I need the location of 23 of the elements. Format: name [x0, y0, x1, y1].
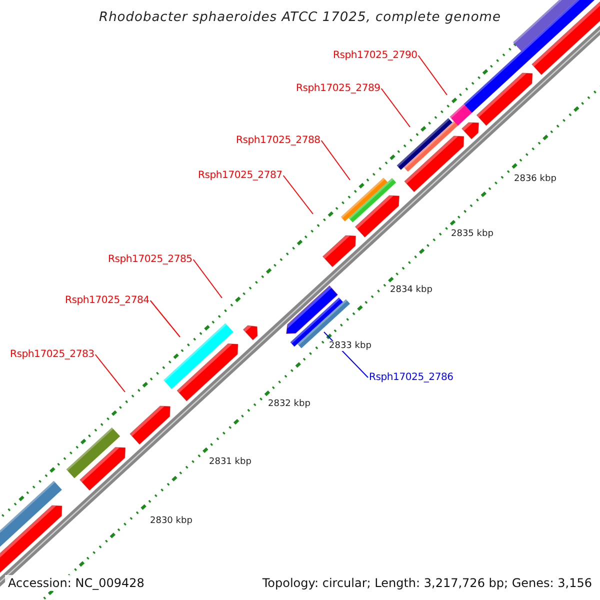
leader-line [320, 140, 350, 180]
gene-label: Rsph17025_2787 [198, 170, 282, 181]
gene-label: Rsph17025_2790 [333, 50, 418, 61]
leader-line [94, 354, 126, 392]
gene-label: Rsph17025_2789 [296, 83, 380, 94]
scale-label: 2833 kbp [328, 341, 372, 351]
leader-line [282, 175, 314, 214]
scale-label: 2831 kbp [208, 457, 252, 467]
gene-label: Rsph17025_2788 [236, 135, 320, 146]
title: Rhodobacter sphaeroides ATCC 17025, complete genome [98, 10, 502, 25]
gene-label: Rsph17025_2786 [369, 372, 454, 383]
leader-line [380, 88, 410, 128]
leader-line [150, 300, 180, 338]
gene-label: Rsph17025_2783 [10, 349, 94, 360]
scale-label: 2830 kbp [149, 516, 194, 526]
leader-line [192, 259, 222, 298]
leader-line [418, 55, 448, 96]
gene-label: Rsph17025_2785 [108, 254, 192, 265]
scale-label: 2835 kbp [450, 229, 494, 239]
scale-label: 2834 kbp [389, 285, 434, 295]
scale-label: 2832 kbp [267, 399, 312, 409]
scale-label: 2836 kbp [513, 174, 558, 184]
gene-label: Rsph17025_2784 [65, 295, 150, 306]
